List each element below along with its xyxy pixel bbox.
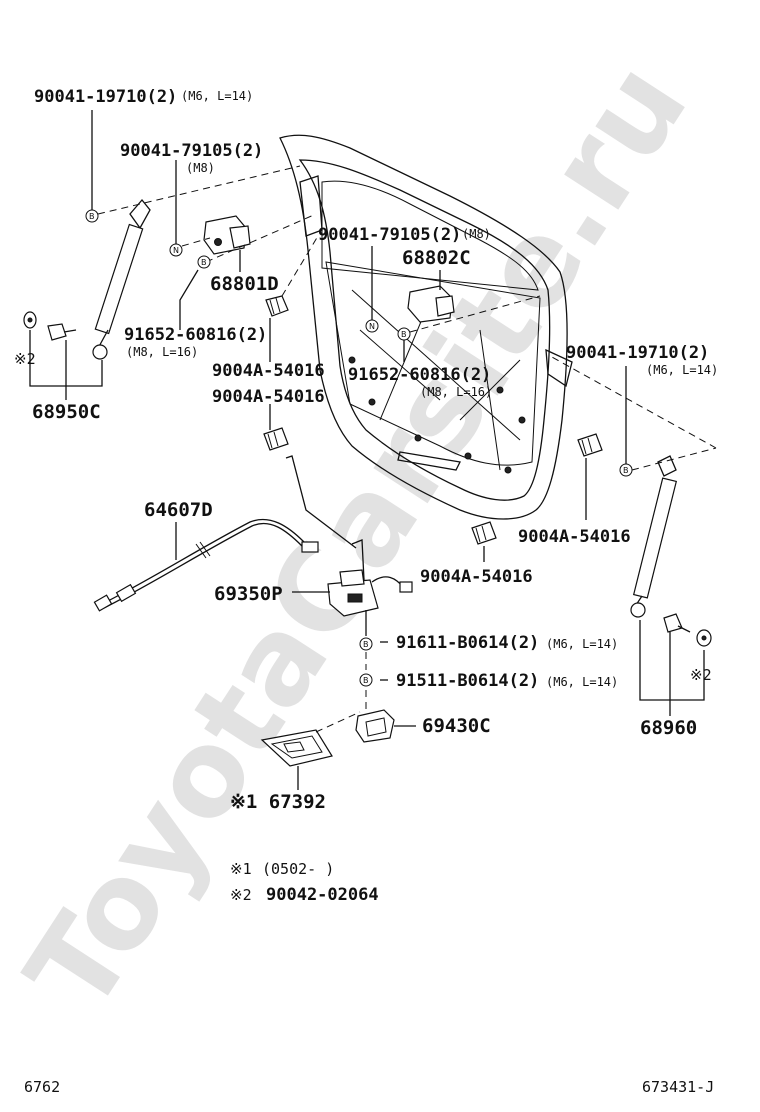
ball-joint-right	[663, 613, 712, 647]
cushion-4	[471, 521, 497, 545]
svg-text:91652-60816(2): 91652-60816(2)	[348, 365, 491, 385]
callout-91652-60816-left: 91652-60816(2) (M8, L=16)	[124, 325, 267, 359]
callout-91652-60816-center: 91652-60816(2) (M8, L=16)	[348, 365, 492, 399]
svg-text:B: B	[201, 258, 207, 267]
svg-text:90041-79105(2): 90041-79105(2)	[318, 225, 461, 245]
cushion-3	[577, 433, 603, 457]
svg-text:91511-B0614(2): 91511-B0614(2)	[396, 671, 539, 691]
svg-text:(0502- ): (0502- )	[262, 860, 334, 878]
svg-text:(M8): (M8)	[462, 227, 491, 241]
svg-text:(M6, L=14): (M6, L=14)	[546, 637, 618, 651]
marker-b-5: B	[359, 637, 373, 651]
svg-text:(M8, L=16): (M8, L=16)	[420, 385, 492, 399]
cover-67392	[260, 729, 333, 767]
callout-68950c: 68950C	[32, 401, 101, 423]
footer-page-number: 6762	[24, 1078, 60, 1096]
callout-91511-b0614: 91511-B0614(2) (M6, L=14)	[396, 671, 618, 691]
callout-68801d: 68801D	[210, 273, 279, 295]
svg-text:※2: ※2	[230, 886, 252, 904]
callout-90041-79105-center: 90041-79105(2) (M8)	[318, 225, 491, 245]
svg-text:B: B	[363, 640, 369, 649]
callout-9004a-54016-a: 9004A-54016	[212, 361, 325, 381]
svg-text:(M6, L=14): (M6, L=14)	[546, 675, 618, 689]
svg-text:(M8): (M8)	[186, 161, 215, 175]
svg-text:N: N	[173, 246, 179, 255]
marker-n-2: N	[365, 319, 379, 333]
leader-lines	[29, 110, 717, 790]
callout-69350p: 69350P	[214, 583, 283, 605]
hinge-68801d	[203, 215, 251, 255]
ball-joint-left	[23, 311, 77, 341]
release-cable	[93, 518, 319, 612]
footnote-2: ※2 90042-02064	[230, 885, 379, 905]
callout-90041-19710-left: 90041-19710(2) (M6, L=14)	[34, 87, 253, 107]
cushion-2	[263, 427, 289, 451]
callout-note2-left: ※2	[14, 350, 36, 368]
svg-text:B: B	[363, 676, 369, 685]
svg-text:※1: ※1	[230, 860, 252, 878]
callout-64607d: 64607D	[144, 499, 213, 521]
callout-9004a-54016-b: 9004A-54016	[212, 387, 325, 407]
footer-illustration-code: 673431-J	[642, 1078, 714, 1096]
svg-text:90041-79105(2): 90041-79105(2)	[120, 141, 263, 161]
svg-text:91611-B0614(2): 91611-B0614(2)	[396, 633, 539, 653]
callout-67392: ※1 67392	[230, 791, 326, 813]
callout-90041-79105-left: 90041-79105(2) (M8)	[120, 141, 263, 175]
callout-note2-right: ※2	[690, 666, 712, 684]
callout-9004a-54016-c: 9004A-54016	[518, 527, 631, 547]
svg-text:(M8, L=16): (M8, L=16)	[126, 345, 198, 359]
callout-68960: 68960	[640, 717, 697, 739]
damper-stay-left	[92, 198, 151, 360]
svg-text:B: B	[89, 212, 95, 221]
striker-69430c	[355, 709, 395, 743]
marker-b-2: B	[197, 255, 211, 269]
svg-text:(M6, L=14): (M6, L=14)	[181, 89, 253, 103]
callout-68802c: 68802C	[402, 247, 471, 269]
svg-text:B: B	[401, 330, 407, 339]
svg-text:(M6, L=14): (M6, L=14)	[646, 363, 718, 377]
svg-text:90042-02064: 90042-02064	[266, 885, 379, 905]
callout-9004a-54016-d: 9004A-54016	[420, 567, 533, 587]
damper-stay-right	[630, 455, 678, 618]
svg-text:91652-60816(2): 91652-60816(2)	[124, 325, 267, 345]
svg-text:90041-19710(2): 90041-19710(2)	[34, 87, 177, 107]
marker-n-1: N	[169, 243, 183, 257]
cushion-1	[265, 295, 289, 317]
callout-90041-19710-right: 90041-19710(2) (M6, L=14)	[566, 343, 718, 377]
hinge-68802c	[407, 285, 455, 323]
callout-69430c: 69430C	[422, 715, 491, 737]
svg-text:B: B	[623, 466, 629, 475]
lock-assembly	[285, 455, 413, 617]
marker-b-6: B	[359, 673, 373, 687]
marker-b-1: B	[85, 209, 99, 223]
callout-91611-b0614: 91611-B0614(2) (M6, L=14)	[396, 633, 618, 653]
marker-b-4: B	[619, 463, 633, 477]
svg-text:N: N	[369, 322, 375, 331]
svg-text:90041-19710(2): 90041-19710(2)	[566, 343, 709, 363]
footnote-1: ※1 (0502- )	[230, 860, 334, 878]
marker-b-3: B	[397, 327, 411, 341]
back-door-panel	[279, 134, 573, 520]
